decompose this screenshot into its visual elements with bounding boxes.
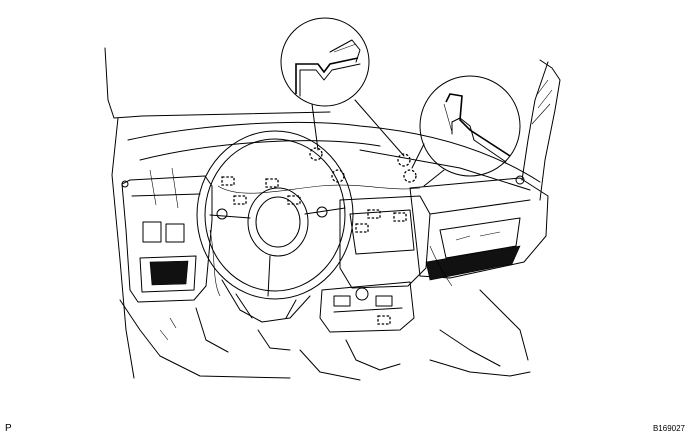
steering-wheel xyxy=(196,130,354,300)
dashboard-right-section xyxy=(409,175,549,367)
floor-outline xyxy=(119,299,531,379)
clip-detail-left xyxy=(280,17,405,157)
clip-markers xyxy=(221,147,417,325)
claw-icon xyxy=(443,93,511,163)
clip-icon xyxy=(295,39,361,97)
dashboard-upper-outline xyxy=(127,121,541,191)
clip-detail-right xyxy=(411,75,521,187)
center-console xyxy=(299,195,431,381)
steering-column-lower xyxy=(195,279,311,353)
corner-label: P xyxy=(5,423,12,434)
figure-code: B169027 xyxy=(652,424,685,433)
dashboard-left-section xyxy=(121,167,213,303)
windshield-frame xyxy=(104,47,561,379)
wire-harness xyxy=(209,184,453,297)
